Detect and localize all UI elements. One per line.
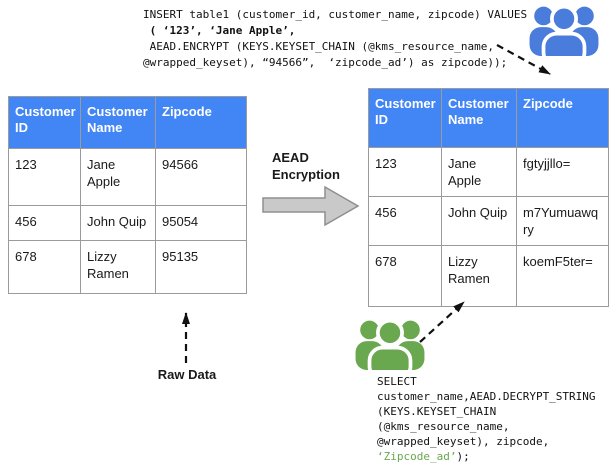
table-row: 678 Lizzy Ramen 95135 [8, 240, 247, 294]
cell: Lizzy Ramen [441, 245, 517, 307]
column-header: Customer Name [80, 96, 156, 149]
column-header: Zipcode [155, 96, 247, 149]
cell: fgtyjjllo= [516, 147, 609, 197]
raw-data-label: Raw Data [157, 367, 217, 382]
cell: 456 [8, 205, 81, 241]
table-row: 456 John Quip m7Yumuawqry [368, 196, 609, 246]
users-group-green-icon [355, 318, 425, 370]
aead-encryption-label: AEAD Encryption [272, 150, 340, 182]
green-literal: ‘Zipcode_ad’ [377, 450, 457, 463]
column-header: Customer Name [441, 88, 517, 148]
cell: 95135 [155, 240, 247, 294]
raw-data-table: Customer ID Customer Name Zipcode 123 Ja… [8, 96, 247, 294]
column-header: Customer ID [8, 96, 81, 149]
cell: Lizzy Ramen [80, 240, 156, 294]
table-row: 123 Jane Apple fgtyjjllo= [368, 147, 609, 197]
cell: John Quip [80, 205, 156, 241]
table-row: 123 Jane Apple 94566 [8, 148, 247, 206]
cell: 678 [368, 245, 442, 307]
cell: 94566 [155, 148, 247, 206]
select-sql-block: SELECT customer_name,AEAD.DECRYPT_STRING… [377, 374, 596, 464]
table-row: 678 Lizzy Ramen koemF5ter= [368, 245, 609, 307]
select-sql-line: @wrapped_keyset), zipcode, [377, 435, 550, 448]
block-arrow-right-icon [262, 185, 360, 227]
cell: 95054 [155, 205, 247, 241]
select-sql-line: ‘Zipcode_ad’); [377, 450, 470, 463]
select-sql-line: (@kms_resource_name, [377, 420, 510, 433]
cell: 123 [368, 147, 442, 197]
insert-sql-line: ( ‘123’, ‘Jane Apple’, [143, 24, 296, 37]
column-header: Customer ID [368, 88, 442, 148]
cell: John Quip [441, 196, 517, 246]
insert-sql-line: @wrapped_keyset), “94566”, ‘zipcode_ad’)… [143, 56, 508, 69]
select-sql-line: customer_name,AEAD.DECRYPT_STRING [377, 390, 596, 403]
column-header: Zipcode [516, 88, 609, 148]
users-group-blue-icon [529, 4, 599, 56]
cell: Jane Apple [441, 147, 517, 197]
table-header-row: Customer ID Customer Name Zipcode [368, 88, 609, 148]
dashed-arrow-select-to-table [419, 301, 465, 343]
insert-sql-line: AEAD.ENCRYPT (KEYS.KEYSET_CHAIN (@kms_re… [143, 40, 494, 53]
cell: 678 [8, 240, 81, 294]
select-sql-line: (KEYS.KEYSET_CHAIN [377, 405, 497, 418]
insert-sql-line: INSERT table1 (customer_id, customer_nam… [143, 8, 528, 21]
cell: m7Yumuawqry [516, 196, 609, 246]
select-sql-line: SELECT [377, 375, 417, 388]
table-row: 456 John Quip 95054 [8, 205, 247, 241]
cell: koemF5ter= [516, 245, 609, 307]
cell: 123 [8, 148, 81, 206]
insert-sql-block: INSERT table1 (customer_id, customer_nam… [143, 7, 527, 71]
cell: Jane Apple [80, 148, 156, 206]
cell: 456 [368, 196, 442, 246]
table-header-row: Customer ID Customer Name Zipcode [8, 96, 247, 149]
encrypted-data-table: Customer ID Customer Name Zipcode 123 Ja… [368, 88, 609, 307]
